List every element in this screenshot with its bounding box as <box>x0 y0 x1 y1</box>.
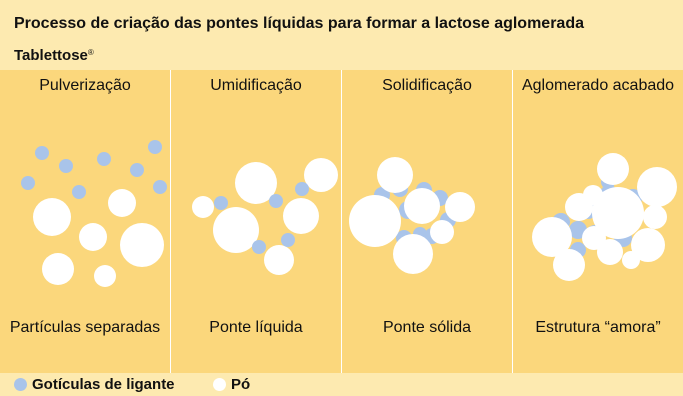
powder-particle <box>404 188 440 224</box>
legend: Gotículas de ligante Pó <box>0 373 683 396</box>
binder-droplet <box>97 152 111 166</box>
panel-solidificacao: Solidificação <box>342 70 512 373</box>
powder-particle <box>622 251 640 269</box>
panel-title: Pulverização <box>39 77 131 94</box>
figure-subtitle: Tablettose® <box>0 42 683 70</box>
binder-droplet <box>281 233 295 247</box>
registered-mark: ® <box>87 48 94 57</box>
subtitle-text: Tablettose <box>14 47 88 64</box>
binder-droplet <box>269 194 283 208</box>
panel-caption: Ponte sólida <box>382 319 472 336</box>
panel-pulverizacao: Pulverização <box>0 70 170 373</box>
powder-particle <box>597 239 623 265</box>
powder-particle <box>213 207 259 253</box>
binder-droplet <box>148 140 162 154</box>
powder-particle <box>108 189 136 217</box>
binder-droplet <box>214 196 228 210</box>
binder-bridge <box>569 221 587 239</box>
figure-title: Processo de criação das pontes líquidas … <box>0 0 683 42</box>
legend-label: Pó <box>231 376 251 393</box>
panel-caption: Partículas separadas <box>9 319 161 336</box>
solidificacao-illustration <box>349 157 475 274</box>
panel-title: Aglomerado acabado <box>521 77 675 94</box>
powder-particle <box>553 249 585 281</box>
panel-caption: Ponte líquida <box>209 319 303 336</box>
legend-item-binder: Gotículas de ligante <box>14 376 175 393</box>
panel-title: Umidificação <box>210 77 302 94</box>
powder-particle <box>377 157 413 193</box>
legend-item-powder: Pó <box>213 376 250 393</box>
powder-particle <box>94 265 116 287</box>
powder-particle <box>304 158 338 192</box>
binder-droplet <box>72 185 86 199</box>
binder-droplet <box>153 180 167 194</box>
panel-caption: Estrutura “amora” <box>535 319 661 336</box>
powder-swatch-icon <box>213 378 226 391</box>
panel-aglomerado: Aglomerado acabado <box>513 70 683 373</box>
binder-droplet <box>295 182 309 196</box>
panel-umidificacao: Umidificação Ponte líqu <box>171 70 341 373</box>
powder-particle <box>597 153 629 185</box>
stages-row: Pulverização <box>0 70 683 373</box>
panel-title: Solidificação <box>382 77 472 94</box>
pulverizacao-illustration <box>21 140 167 287</box>
powder-particle <box>120 223 164 267</box>
legend-label: Gotículas de ligante <box>32 376 175 393</box>
binder-droplet <box>130 163 144 177</box>
umidificacao-illustration <box>192 158 338 275</box>
powder-particle <box>192 196 214 218</box>
powder-particle <box>33 198 71 236</box>
powder-particle <box>235 162 277 204</box>
binder-droplet <box>35 146 49 160</box>
powder-particle <box>637 167 677 207</box>
powder-particle <box>264 245 294 275</box>
binder-droplet <box>252 240 266 254</box>
powder-particle <box>283 198 319 234</box>
binder-droplet <box>21 176 35 190</box>
powder-particle <box>445 192 475 222</box>
binder-swatch-icon <box>14 378 27 391</box>
powder-particle <box>42 253 74 285</box>
powder-particle <box>643 205 667 229</box>
aglomerado-illustration <box>532 153 677 281</box>
powder-particle <box>592 187 644 239</box>
binder-droplet <box>59 159 73 173</box>
powder-particle <box>631 228 665 262</box>
powder-particle <box>393 234 433 274</box>
powder-particle <box>349 195 401 247</box>
powder-particle <box>430 220 454 244</box>
powder-particle <box>532 217 572 257</box>
powder-particle <box>79 223 107 251</box>
